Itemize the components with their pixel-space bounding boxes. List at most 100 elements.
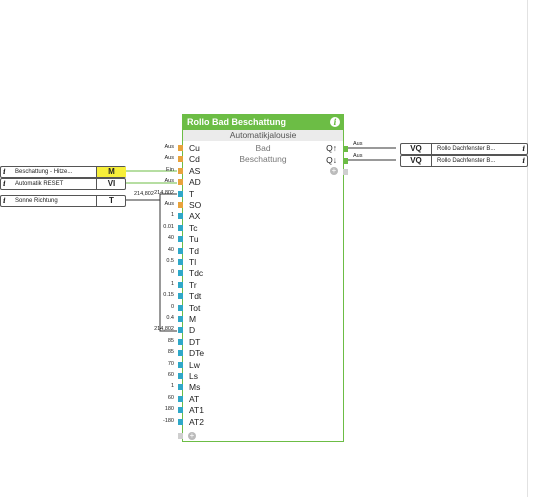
input-value-at1: 180 — [164, 406, 174, 413]
input-label-as: AS — [189, 165, 201, 176]
input-label-cu: Cu — [189, 143, 200, 153]
info-icon[interactable]: i — [3, 167, 6, 176]
input-value-ls: 60 — [167, 372, 174, 378]
output-value-label: Aus — [353, 141, 363, 147]
destination-type-vq: VQ — [401, 156, 432, 166]
input-pin-ad[interactable] — [178, 179, 183, 186]
output-pin-q-down[interactable] — [343, 158, 348, 164]
input-label-m: M — [189, 314, 197, 324]
block-title: Rollo Bad Beschattung — [187, 117, 287, 127]
output-label-q-down: Q↓ — [326, 155, 337, 165]
input-pin-ax[interactable] — [178, 213, 183, 220]
input-label-tu: Tu — [189, 234, 199, 245]
input-pin-empty[interactable] — [178, 433, 183, 439]
source-block-beschattung[interactable]: i Beschattung - Hitze... M — [0, 166, 126, 178]
input-pin-tot[interactable] — [178, 304, 183, 311]
input-value-t: 214,802 — [154, 189, 174, 196]
source-name: Automatik RESET — [15, 181, 64, 187]
input-value-ms: 1 — [170, 383, 174, 390]
input-pin-tdt[interactable] — [178, 293, 183, 300]
input-value-ad: Aus — [164, 178, 174, 185]
input-label-cd: Cd — [189, 154, 200, 165]
destination-name: Rollo Dachfenster B... — [437, 146, 496, 152]
input-value-d: 214,802 — [154, 326, 174, 333]
info-icon[interactable]: i — [3, 196, 6, 205]
input-label-t: T — [189, 188, 195, 199]
info-icon[interactable]: i — [330, 117, 340, 127]
input-pin-lw[interactable] — [178, 361, 183, 368]
function-block-automatikjalousie[interactable]: Rollo Bad Beschattung i Automatikjalousi… — [154, 114, 348, 442]
destination-block-1[interactable]: VQ Rollo Dachfenster B... i — [400, 143, 528, 155]
source-block-sonne-richtung[interactable]: i Sonne Richtung T — [0, 195, 126, 207]
input-value-cu: Aus — [164, 144, 174, 150]
input-value-ax: 1 — [170, 212, 174, 219]
destination-type-vq: VQ — [401, 144, 432, 154]
input-pin-tc[interactable] — [178, 224, 183, 231]
input-pin-at[interactable] — [178, 395, 183, 402]
input-label-tot: Tot — [189, 302, 201, 313]
input-label-at: AT — [189, 393, 200, 404]
input-label-ax: AX — [189, 211, 201, 222]
input-value-dt: 85 — [167, 337, 174, 344]
input-value-m: 0.4 — [166, 315, 174, 321]
input-pin-at2[interactable] — [178, 418, 183, 425]
source-name: Beschattung - Hitze... — [15, 169, 73, 175]
input-pin-tdc[interactable] — [178, 270, 183, 277]
input-pin-td[interactable] — [178, 247, 183, 254]
input-label-ad: AD — [189, 177, 201, 188]
input-label-tc: Tc — [189, 222, 198, 233]
input-label-tl: Tl — [189, 257, 197, 267]
input-pin-tu[interactable] — [178, 236, 183, 243]
source-block-automatik-reset[interactable]: i Automatik RESET VI — [0, 178, 126, 190]
input-label-lw: Lw — [189, 359, 200, 370]
input-pin-tl[interactable] — [178, 259, 183, 265]
input-pin-ms[interactable] — [178, 384, 183, 391]
input-value-tot: 0 — [170, 303, 174, 310]
input-value-lw: 70 — [167, 360, 174, 367]
input-label-so: SO — [189, 200, 202, 210]
input-value-td: 40 — [167, 246, 174, 253]
input-value-at: 60 — [167, 394, 174, 401]
input-value-dte: 85 — [167, 349, 174, 356]
source-type-t: T — [96, 196, 126, 206]
input-value-so: Aus — [164, 201, 174, 207]
input-pin-cu[interactable] — [178, 145, 183, 151]
output-label-q-up: Q↑ — [326, 143, 337, 153]
block-description-line-1: Bad — [255, 143, 271, 153]
input-value-tdc: 0 — [170, 269, 174, 276]
input-pin-cd[interactable] — [178, 156, 183, 163]
input-value-at2: -180 — [162, 417, 174, 424]
block-title-bar[interactable]: Rollo Bad Beschattung i — [183, 115, 343, 130]
add-output-icon[interactable]: + — [330, 166, 338, 175]
input-pin-dte[interactable] — [178, 350, 183, 357]
input-pin-m[interactable] — [178, 316, 183, 322]
input-pin-at1[interactable] — [178, 407, 183, 414]
canvas-divider — [527, 0, 528, 497]
destination-block-2[interactable]: VQ Rollo Dachfenster B... i — [400, 155, 528, 167]
info-icon[interactable]: i — [522, 156, 525, 165]
input-pin-d[interactable] — [178, 327, 183, 334]
input-label-tdc: Tdc — [189, 268, 204, 279]
output-pin-empty[interactable] — [343, 169, 348, 175]
input-pin-t[interactable] — [178, 190, 183, 197]
input-pin-tr[interactable] — [178, 281, 183, 288]
input-label-tdt: Tdt — [189, 291, 202, 302]
output-value-label: Aus — [353, 153, 363, 159]
input-label-dt: DT — [189, 336, 201, 347]
input-label-d: D — [189, 325, 196, 336]
input-value-tl: 0.5 — [166, 258, 174, 264]
input-value-tdt: 0.15 — [163, 292, 174, 299]
info-icon[interactable]: i — [3, 179, 6, 188]
input-label-dte: DTe — [189, 348, 205, 359]
input-pin-ls[interactable] — [178, 373, 183, 379]
wire-value-label: 214,802 — [134, 191, 154, 197]
input-pin-dt[interactable] — [178, 338, 183, 345]
add-input-icon[interactable]: + — [188, 431, 196, 440]
input-value-cd: Aus — [164, 155, 174, 162]
input-pin-so[interactable] — [178, 202, 183, 208]
info-icon[interactable]: i — [522, 144, 525, 153]
input-pin-as[interactable] — [178, 167, 183, 174]
input-value-tr: 1 — [170, 280, 174, 287]
output-pin-q-up[interactable] — [343, 146, 348, 152]
